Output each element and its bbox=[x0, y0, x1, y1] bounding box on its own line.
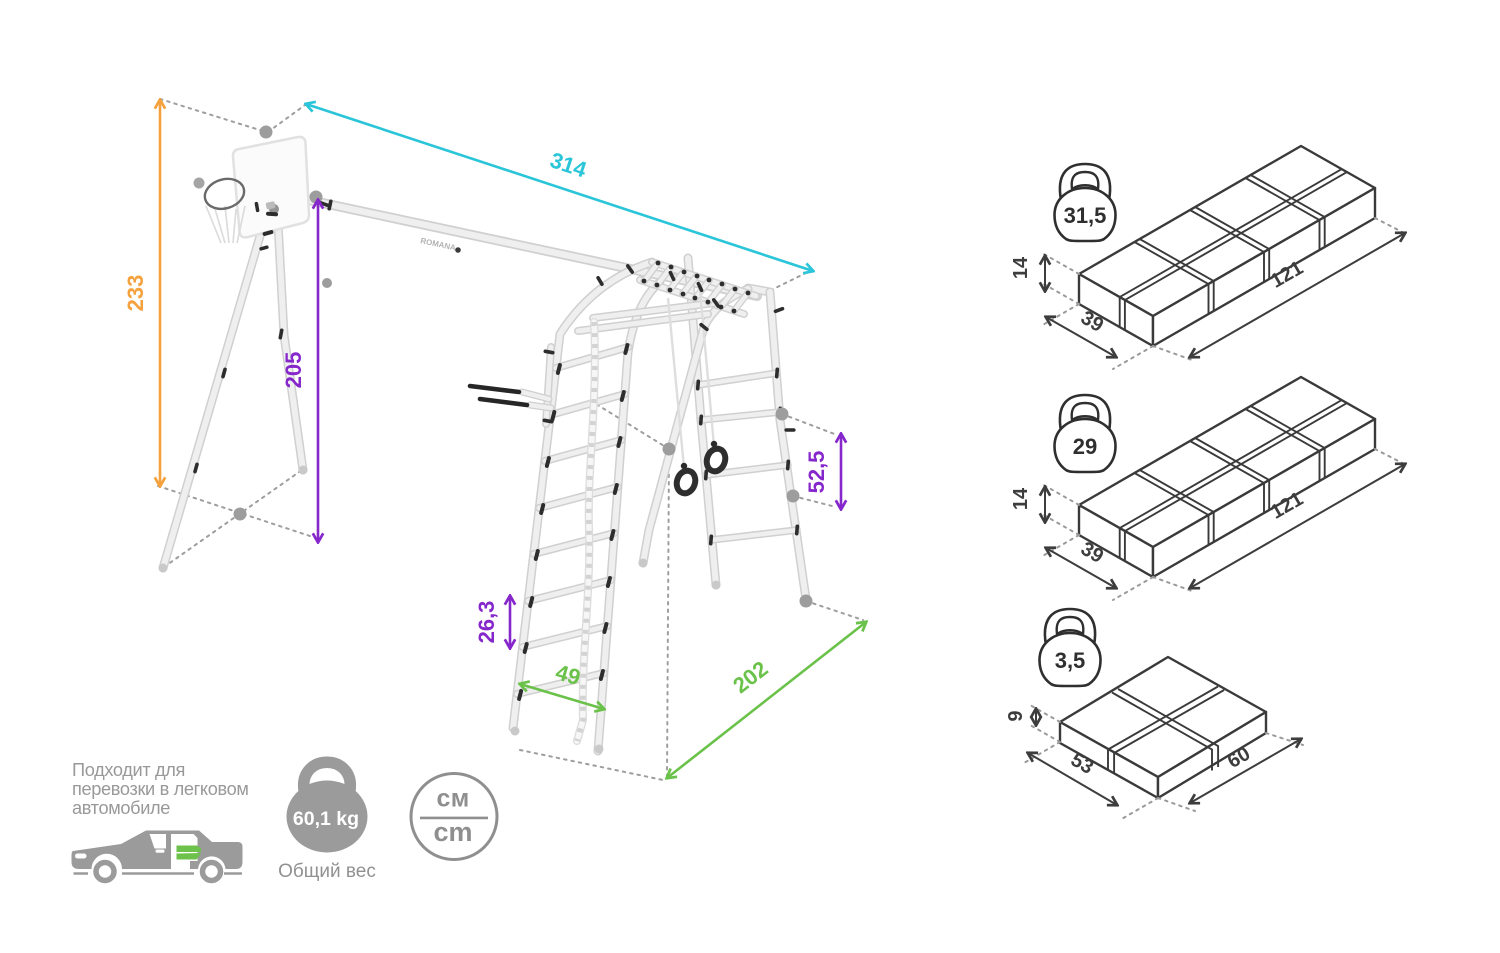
svg-text:3,5: 3,5 bbox=[1055, 648, 1086, 673]
svg-text:31,5: 31,5 bbox=[1064, 203, 1107, 228]
svg-text:9: 9 bbox=[1005, 710, 1027, 721]
svg-text:29: 29 bbox=[1073, 434, 1097, 459]
svg-text:Общий вес: Общий вес bbox=[278, 861, 376, 882]
svg-text:перевозки в легковом: перевозки в легковом bbox=[72, 779, 249, 799]
svg-text:Подходит для: Подходит для bbox=[72, 760, 185, 780]
svg-text:60,1 kg: 60,1 kg bbox=[293, 808, 359, 830]
svg-text:cm: cm bbox=[433, 817, 472, 847]
svg-text:205: 205 bbox=[281, 352, 306, 389]
svg-text:автомобиле: автомобиле bbox=[72, 798, 170, 818]
svg-text:233: 233 bbox=[123, 275, 148, 312]
svg-text:52,5: 52,5 bbox=[804, 451, 829, 494]
svg-text:14: 14 bbox=[1010, 487, 1032, 510]
svg-text:см: см bbox=[437, 785, 470, 813]
svg-text:26,3: 26,3 bbox=[474, 601, 499, 644]
svg-text:14: 14 bbox=[1010, 256, 1032, 279]
